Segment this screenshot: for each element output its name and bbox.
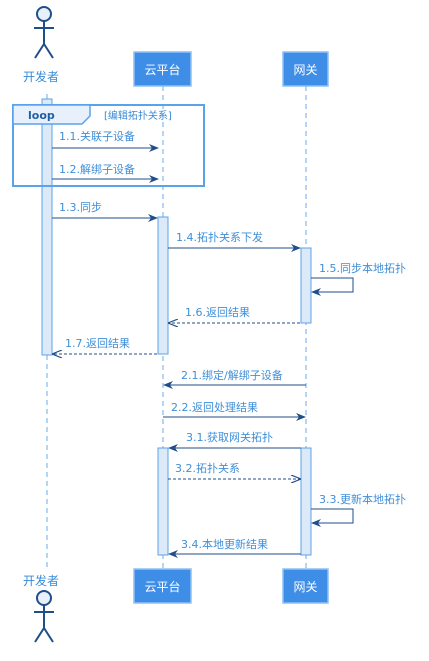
person-icon xyxy=(34,6,54,59)
message-label-1-3: 1.3.同步 xyxy=(59,201,102,214)
participant-cloud-bottom: 云平台 xyxy=(133,568,192,604)
message-label-1-5: 1.5.同步本地拓扑 xyxy=(319,261,406,275)
participant-gateway-label-top: 网关 xyxy=(293,63,317,77)
message-label-3-1: 3.1.获取网关拓扑 xyxy=(186,430,273,444)
activation-gateway-2 xyxy=(300,447,312,556)
loop-keyword: loop xyxy=(28,109,55,122)
participant-gateway-bottom: 网关 xyxy=(282,568,329,604)
message-label-1-6: 1.6.返回结果 xyxy=(185,306,250,319)
message-label-1-4: 1.4.拓扑关系下发 xyxy=(176,230,263,244)
loop-condition: [编辑拓扑关系] xyxy=(104,109,172,122)
participant-cloud-label-bottom: 云平台 xyxy=(144,579,180,594)
actor-developer-bottom: 开发者 xyxy=(23,573,59,643)
actor-developer-top: 开发者 xyxy=(23,6,59,84)
activation-cloud-2 xyxy=(157,447,169,556)
message-label-3-3: 3.3.更新本地拓扑 xyxy=(319,492,406,506)
message-label-3-2: 3.2.拓扑关系 xyxy=(175,461,240,475)
message-arrow-1-5 xyxy=(311,277,354,296)
message-label-1-2: 1.2.解绑子设备 xyxy=(59,162,135,176)
participant-cloud-label-top: 云平台 xyxy=(144,62,180,77)
message-label-1-1: 1.1.关联子设备 xyxy=(59,129,135,143)
participant-cloud-top: 云平台 xyxy=(133,51,192,87)
loop-frame xyxy=(12,104,205,187)
activation-cloud-1 xyxy=(157,216,169,355)
message-arrow-3-3 xyxy=(311,508,354,527)
actor-developer-label-top: 开发者 xyxy=(23,69,59,84)
message-label-1-7: 1.7.返回结果 xyxy=(65,337,130,350)
participant-gateway-label-bottom: 网关 xyxy=(293,580,317,594)
person-icon xyxy=(34,590,54,643)
loop-tab xyxy=(12,104,91,125)
message-label-2-2: 2.2.返回处理结果 xyxy=(171,401,258,414)
message-label-2-1: 2.1.绑定/解绑子设备 xyxy=(181,368,283,382)
activation-developer xyxy=(41,98,53,356)
actor-developer-label-bottom: 开发者 xyxy=(23,573,59,588)
activation-gateway-1 xyxy=(300,247,312,324)
participant-gateway-top: 网关 xyxy=(282,51,329,87)
message-label-3-4: 3.4.本地更新结果 xyxy=(181,537,268,551)
